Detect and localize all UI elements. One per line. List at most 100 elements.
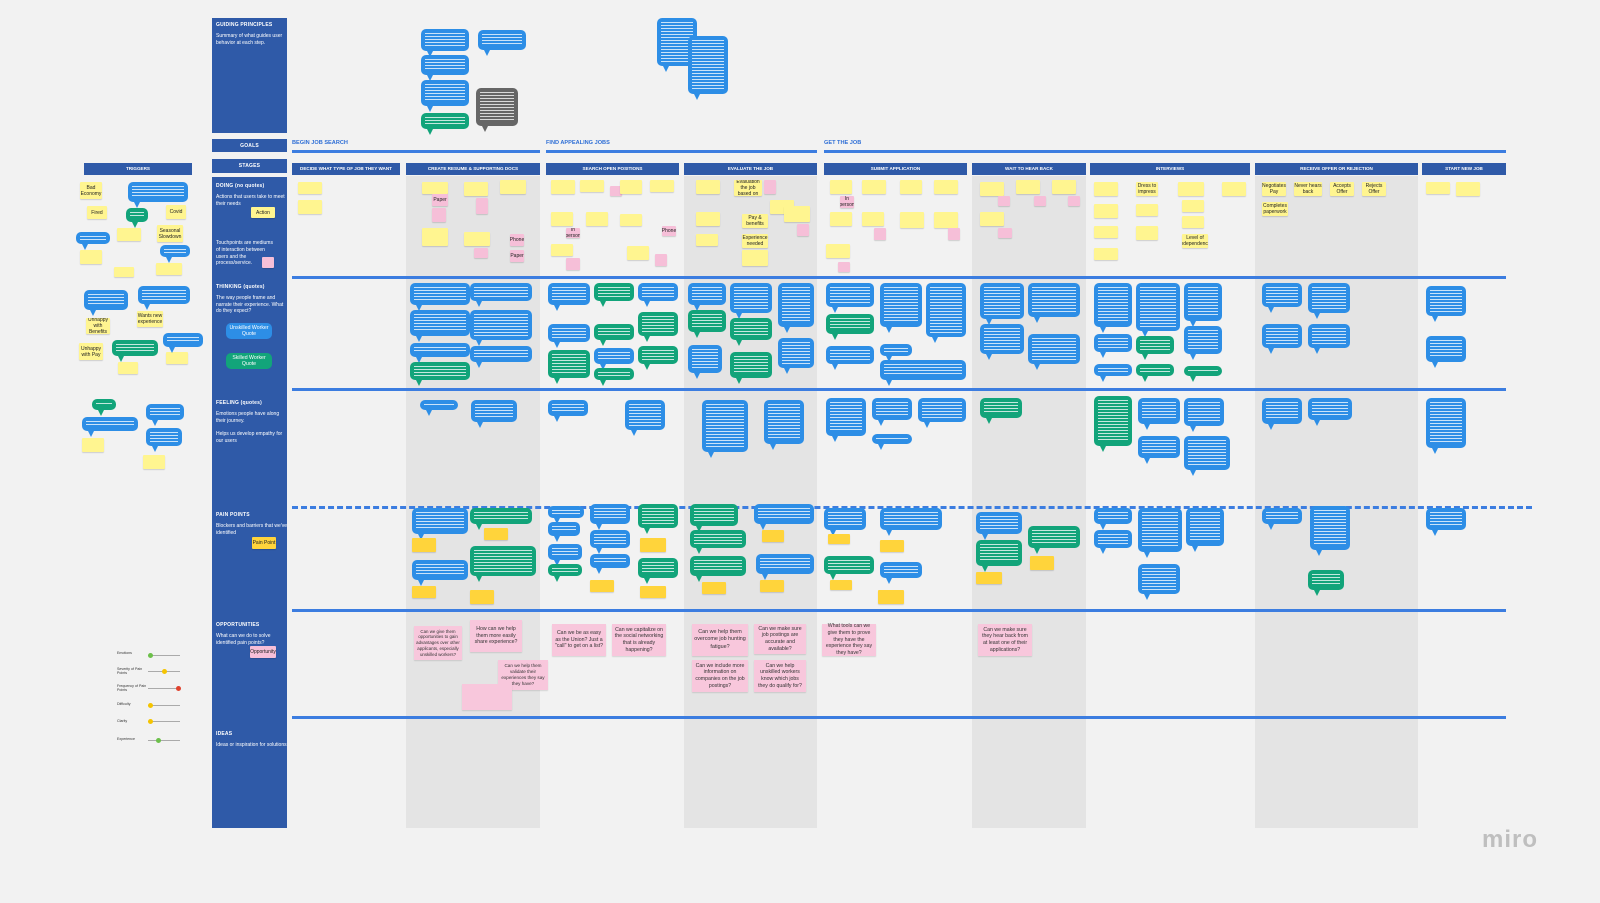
trigger-quote-bubble xyxy=(146,428,182,452)
guiding-principles-panel xyxy=(212,18,287,133)
feeling-quote-bubble xyxy=(1138,398,1180,430)
doing-note-touchpoint xyxy=(998,196,1010,206)
doing-note xyxy=(1094,226,1118,238)
action-tag: Action xyxy=(251,207,275,218)
unskilled-quote-tag: Unskilled Worker Quote xyxy=(226,323,272,339)
doing-note-touchpoint xyxy=(838,262,850,272)
thinking-quote-bubble xyxy=(1028,334,1080,370)
thinking-quote-bubble xyxy=(1094,334,1132,358)
doing-note-touchpoint: Paper xyxy=(432,194,448,206)
pain-quote-bubble xyxy=(1308,570,1344,596)
thinking-quote-bubble xyxy=(594,348,634,370)
opportunity-tag: Opportunity xyxy=(250,646,276,658)
feeling-quote-bubble xyxy=(980,398,1022,424)
doing-note xyxy=(934,212,958,228)
doing-note-touchpoint xyxy=(764,180,776,194)
opportunity-note: Can we give them opportunities to gain a… xyxy=(414,626,462,660)
pain-quote-bubble xyxy=(638,504,678,534)
doing-note xyxy=(1094,248,1118,260)
doing-note xyxy=(620,214,642,226)
doing-note xyxy=(1426,182,1450,194)
trigger-quote-bubble xyxy=(76,232,110,250)
touchpoints-desc: Touchpoints are mediums of interaction b… xyxy=(216,240,273,267)
trigger-quote-bubble xyxy=(112,340,158,362)
thinking-desc: The way people frame and narrate their e… xyxy=(216,294,284,315)
doing-note xyxy=(830,180,852,194)
doing-note: Negotiates Pay xyxy=(1262,182,1286,196)
pain-quote-bubble xyxy=(690,504,738,532)
doing-label: DOING (no quotes) Actions that users tak… xyxy=(216,183,290,207)
scale-slider[interactable] xyxy=(148,738,180,743)
thinking-quote-bubble xyxy=(594,368,634,386)
doing-note xyxy=(1136,226,1158,240)
doing-note-touchpoint xyxy=(432,208,446,222)
doing-note: Completes paperwork xyxy=(1262,202,1288,216)
doing-note xyxy=(830,212,852,226)
thinking-label: THINKING (quotes) The way people frame a… xyxy=(216,284,290,315)
doing-note xyxy=(1094,182,1118,196)
pain-point-note xyxy=(412,538,436,552)
doing-note-touchpoint: In person xyxy=(566,228,580,238)
doing-note-touchpoint: Phone xyxy=(510,234,524,246)
thinking-quote-bubble xyxy=(1184,326,1222,360)
doing-note-touchpoint xyxy=(1068,196,1080,206)
doing-note-touchpoint: Phone xyxy=(662,226,676,236)
pain-point-note xyxy=(828,534,850,544)
doing-note: Level of independence xyxy=(1182,234,1208,248)
thinking-quote-bubble xyxy=(688,283,726,311)
trigger-note: Wants new experience xyxy=(137,311,163,327)
thinking-quote-bubble xyxy=(826,314,874,340)
touchpoints-label: Touchpoints are mediums of interaction b… xyxy=(216,240,276,267)
stage-header: EVALUATE THE JOB xyxy=(684,163,817,175)
doing-note-touchpoint: Paper xyxy=(510,250,524,262)
scale-slider[interactable] xyxy=(148,703,180,708)
scale-slider[interactable] xyxy=(148,653,180,658)
trigger-note: Seasonal Slowdown xyxy=(157,225,183,242)
trigger-quote-bubble xyxy=(128,182,188,208)
thinking-quote-bubble xyxy=(730,352,772,384)
ideas-desc: Ideas or inspiration for solutions xyxy=(216,741,287,748)
thinking-quote-bubble xyxy=(1184,366,1222,382)
feeling-quote-bubble xyxy=(420,400,458,416)
feeling-title: FEELING (quotes) xyxy=(216,400,262,406)
feeling-quote-bubble xyxy=(1184,436,1230,476)
trigger-quote-bubble xyxy=(84,290,128,316)
doing-note xyxy=(298,200,322,214)
scale-slider[interactable] xyxy=(148,686,181,691)
doing-note xyxy=(1016,180,1040,194)
phase-line xyxy=(546,150,817,153)
scale-label: Clarity xyxy=(117,719,128,723)
pain-quote-bubble xyxy=(1028,526,1080,554)
stage-header: RECEIVE OFFER OR REJECTION xyxy=(1255,163,1418,175)
column-bg-offer xyxy=(1255,176,1418,828)
thinking-quote-bubble xyxy=(730,283,772,319)
stage-header: INTERVIEWS xyxy=(1090,163,1250,175)
pain-point-note xyxy=(760,580,784,592)
pain-point-note xyxy=(470,590,494,604)
doing-note xyxy=(980,212,1004,226)
thinking-quote-bubble xyxy=(880,344,912,362)
pain-point-tag: Pain Point xyxy=(252,537,276,549)
trigger-note: Bad Economy xyxy=(80,182,102,199)
thinking-quote-bubble xyxy=(688,345,722,379)
pain-quote-bubble xyxy=(976,512,1022,540)
doing-note-touchpoint xyxy=(1034,196,1046,206)
pain-point-note xyxy=(590,580,614,592)
thinking-quote-bubble xyxy=(1136,283,1180,337)
scale-label: Severity of Pain Points xyxy=(117,667,143,675)
doing-note xyxy=(464,232,490,246)
stage-header: DECIDE WHAT TYPE OF JOB THEY WANT xyxy=(292,163,400,175)
goals-title: GOALS xyxy=(240,143,259,149)
feeling-quote-bubble xyxy=(625,400,665,436)
skilled-quote-tag: Skilled Worker Quote xyxy=(226,353,272,369)
doing-note-touchpoint xyxy=(476,198,488,214)
doing-note xyxy=(900,212,924,228)
pain-quote-bubble xyxy=(548,564,582,582)
pain-point-note xyxy=(880,540,904,552)
stage-header: START NEW JOB xyxy=(1422,163,1506,175)
doing-note xyxy=(1182,200,1204,212)
scale-slider[interactable] xyxy=(148,669,180,674)
thinking-title: THINKING (quotes) xyxy=(216,284,265,290)
trigger-note xyxy=(82,438,104,452)
scale-slider[interactable] xyxy=(148,719,180,724)
